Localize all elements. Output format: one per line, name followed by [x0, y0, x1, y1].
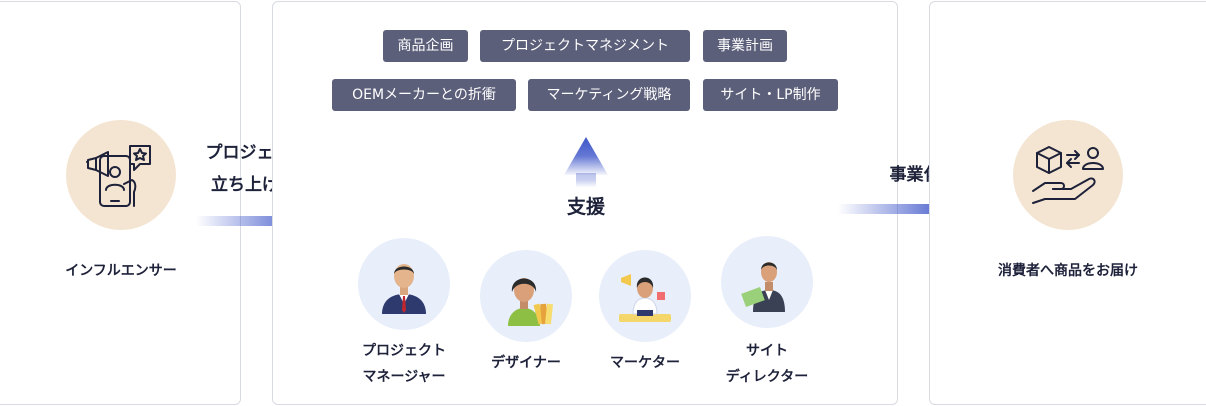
product-delivery-hand-icon [1031, 143, 1105, 207]
tag-product-planning: 商品企画 [383, 30, 468, 62]
marketer-label: マーケター [610, 355, 680, 371]
site-director-avatar-icon [735, 250, 799, 314]
launch-label-line2: 立ち上げ [211, 175, 279, 195]
designer-label: デザイナー [491, 355, 561, 371]
consumer-circle [1013, 120, 1123, 230]
consumer-label: 消費者へ商品をお届け [998, 263, 1138, 279]
marketer-avatar [599, 250, 691, 342]
business-label: 事業化 [889, 165, 941, 185]
influencer-megaphone-phone-icon [86, 140, 156, 210]
site-director-label-line1: サイト [746, 343, 788, 359]
tag-business-plan: 事業計画 [703, 30, 787, 62]
site-director-avatar [721, 236, 813, 328]
designer-avatar-icon [494, 264, 558, 328]
project-manager-label-line2: マネージャー [362, 369, 446, 385]
project-manager-avatar [358, 238, 450, 330]
support-label: 支援 [566, 196, 605, 218]
designer-avatar [480, 250, 572, 342]
support-panel [272, 1, 898, 405]
tag-project-management: プロジェクトマネジメント [480, 30, 690, 62]
influencer-label: インフルエンサー [65, 263, 177, 279]
tag-oem-negotiation: OEMメーカーとの折衝 [332, 79, 516, 111]
marketer-avatar-icon [613, 264, 677, 328]
project-manager-avatar-icon [372, 252, 436, 316]
site-director-label-line2: ディレクター [725, 369, 809, 385]
project-manager-label-line1: プロジェクト [362, 343, 446, 359]
tag-marketing-strategy: マーケティング戦略 [528, 79, 690, 111]
influencer-circle [66, 120, 176, 230]
tag-site-lp-production: サイト・LP制作 [703, 79, 838, 111]
support-up-arrow [562, 135, 610, 189]
